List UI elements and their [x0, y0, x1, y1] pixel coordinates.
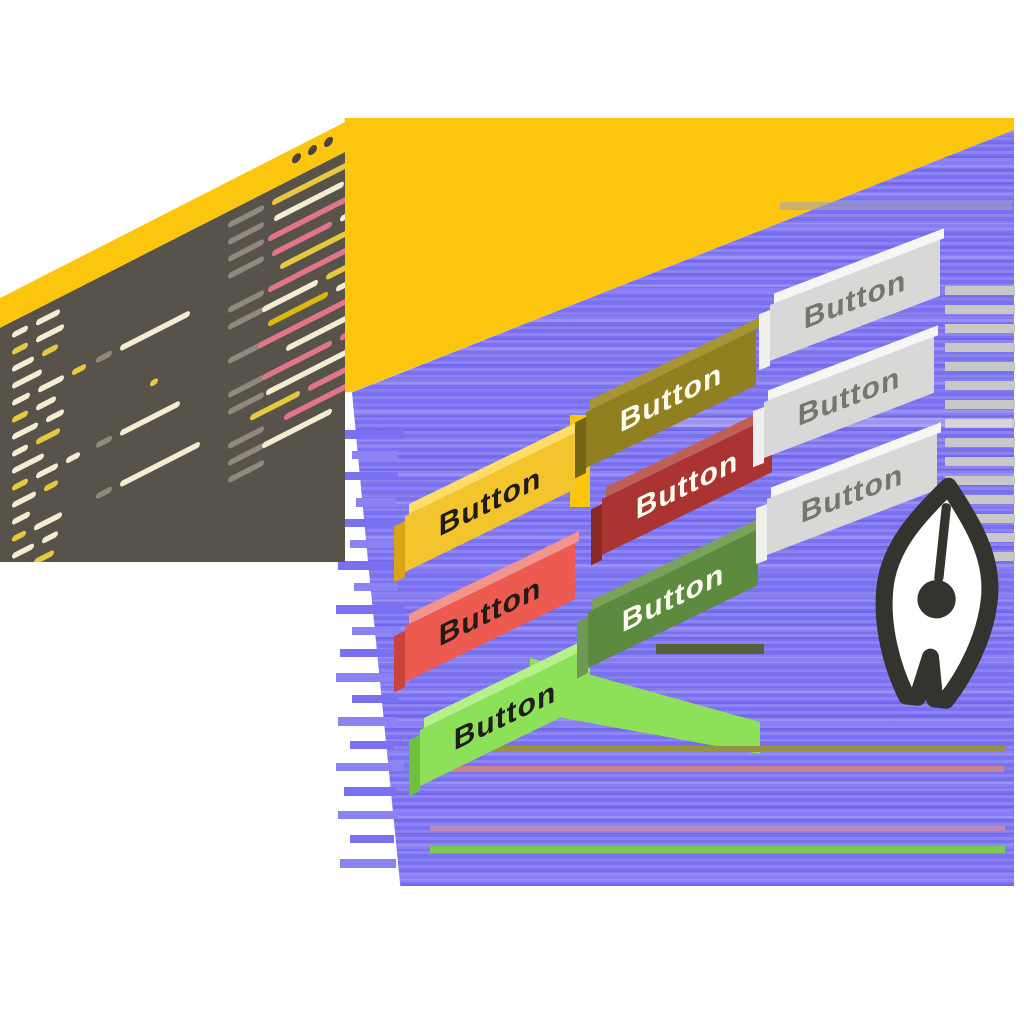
button-label: Button [438, 460, 542, 544]
button-label: Button [621, 556, 725, 640]
button-label: Button [453, 674, 557, 758]
button-label: Button [438, 570, 542, 654]
button-label: Button [619, 356, 723, 440]
button-label: Button [797, 360, 901, 434]
button-label: Button [803, 263, 907, 337]
pen-nib-hole [917, 580, 956, 619]
button-label: Button [635, 443, 739, 527]
button-dark-green[interactable]: Button [588, 529, 758, 668]
button-green[interactable]: Button [420, 647, 590, 786]
pen-nib-icon [875, 477, 999, 709]
